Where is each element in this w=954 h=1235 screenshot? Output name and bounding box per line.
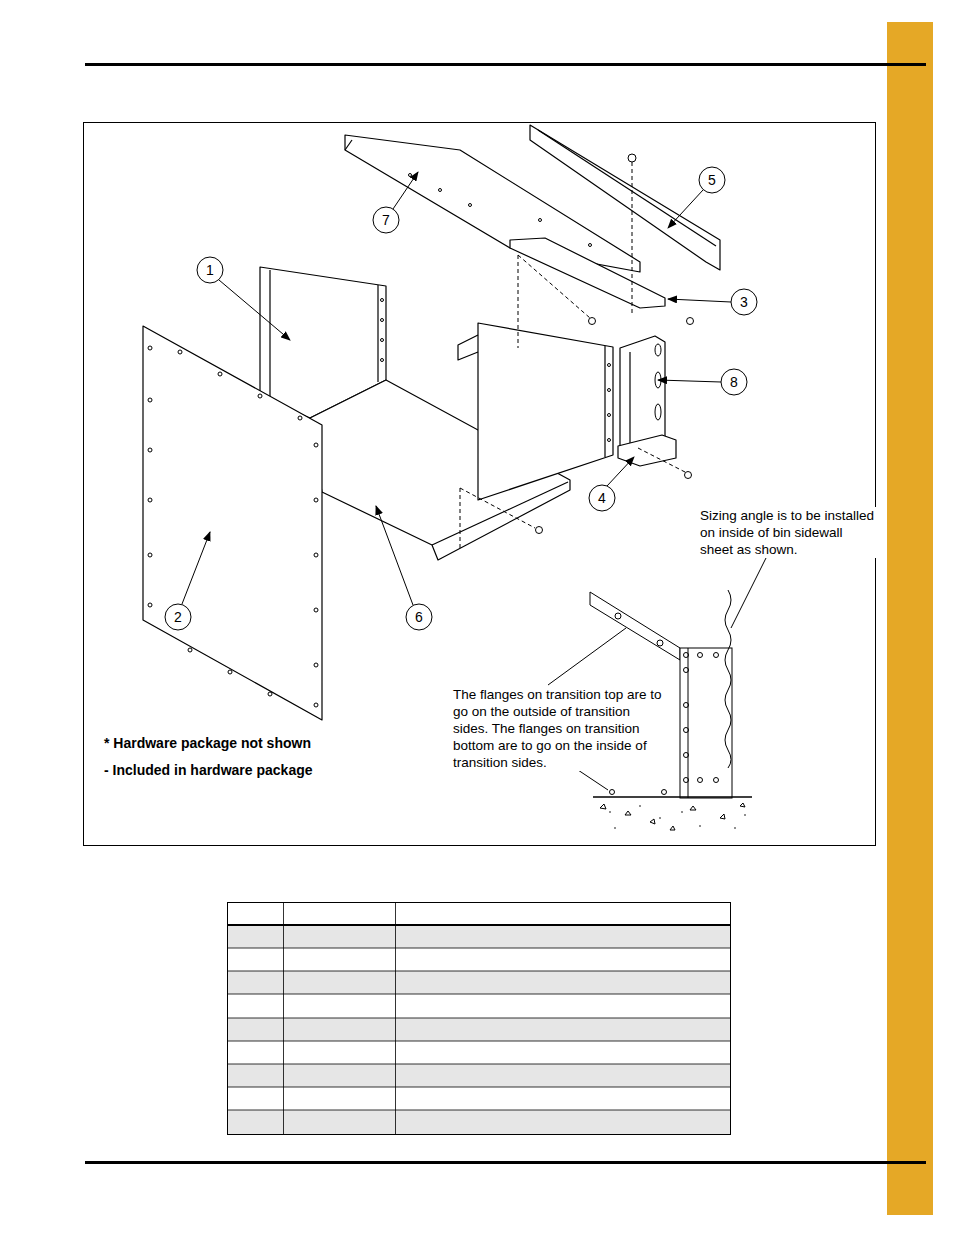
callout-number: 4 (589, 485, 615, 511)
callout-number: 6 (406, 604, 432, 630)
sizing-angle (620, 336, 665, 450)
frame (84, 123, 876, 846)
parts-table (227, 902, 731, 1135)
bottom-rule (85, 1161, 926, 1164)
top-rule (85, 63, 926, 66)
callout-number: 3 (731, 289, 757, 315)
callout-number: 2 (165, 604, 191, 630)
transition-top (345, 135, 640, 272)
callout-number: 7 (373, 207, 399, 233)
instruction-note: Sizing angle is to be installed on insid… (700, 507, 876, 558)
legend-note: - Included in hardware package (104, 761, 313, 779)
flange-part (510, 238, 665, 308)
instruction-note: The flanges on transition top are to go … (453, 686, 665, 771)
callout-number: 5 (699, 167, 725, 193)
legend-note: * Hardware package not shown (104, 734, 311, 752)
side-tab (887, 22, 933, 1215)
callout-number: 1 (197, 257, 223, 283)
front-side-panel (143, 326, 322, 720)
side-panel (478, 323, 613, 500)
base-clip (618, 435, 676, 466)
callout-number: 8 (721, 369, 747, 395)
